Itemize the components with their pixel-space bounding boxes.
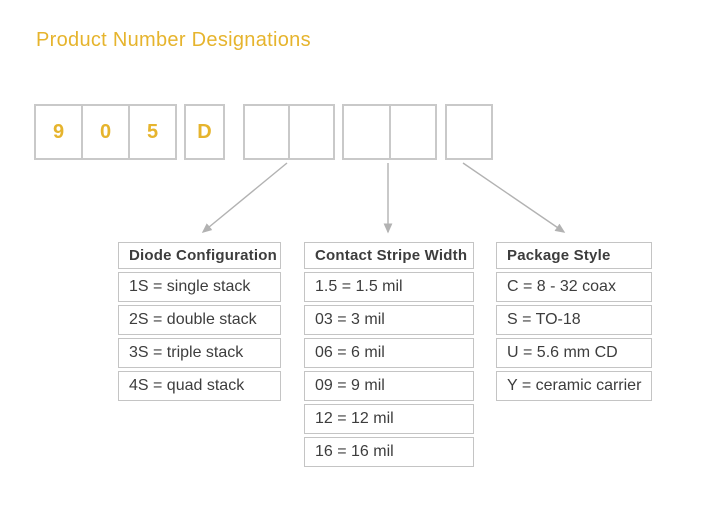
arrow-to-diode-configuration [201, 162, 288, 233]
table-package-style: Package Style C = 8 - 32 coax S = TO-18 … [496, 242, 652, 401]
product-code-cell-blank [344, 106, 391, 158]
table-row: 3S = triple stack [118, 338, 281, 368]
product-code-group-905: 9 0 5 [34, 104, 177, 160]
table-row: 06 = 6 mil [304, 338, 474, 368]
product-code-group-diode-configuration [243, 104, 335, 160]
table-header: Diode Configuration [118, 242, 281, 269]
product-code-cell-d: D [197, 120, 212, 143]
table-row: 16 = 16 mil [304, 437, 474, 467]
product-code-cell-0: 0 [83, 106, 130, 158]
product-code-cell-blank [290, 106, 333, 158]
table-row: 09 = 9 mil [304, 371, 474, 401]
table-row: 03 = 3 mil [304, 305, 474, 335]
table-row: U = 5.6 mm CD [496, 338, 652, 368]
table-row: C = 8 - 32 coax [496, 272, 652, 302]
table-row: Y = ceramic carrier [496, 371, 652, 401]
table-row: 1.5 = 1.5 mil [304, 272, 474, 302]
product-code-cell-9: 9 [36, 106, 83, 158]
arrow-to-package-style [462, 162, 566, 233]
table-row: 1S = single stack [118, 272, 281, 302]
table-header: Contact Stripe Width [304, 242, 474, 269]
product-code-cell-blank [391, 106, 436, 158]
product-code-cell-5: 5 [146, 120, 159, 143]
product-code-cell-blank [245, 106, 290, 158]
table-diode-configuration: Diode Configuration 1S = single stack 2S… [118, 242, 281, 401]
product-code-cell-blank [447, 106, 491, 158]
page-title: Product Number Designations [36, 29, 311, 51]
table-contact-stripe-width: Contact Stripe Width 1.5 = 1.5 mil 03 = … [304, 242, 474, 467]
product-code-group-contact-stripe-width [342, 104, 437, 160]
table-row: S = TO-18 [496, 305, 652, 335]
product-code-group-d: D [184, 104, 225, 160]
product-code-group-package-style [445, 104, 493, 160]
table-row: 12 = 12 mil [304, 404, 474, 434]
table-header: Package Style [496, 242, 652, 269]
table-row: 4S = quad stack [118, 371, 281, 401]
table-row: 2S = double stack [118, 305, 281, 335]
